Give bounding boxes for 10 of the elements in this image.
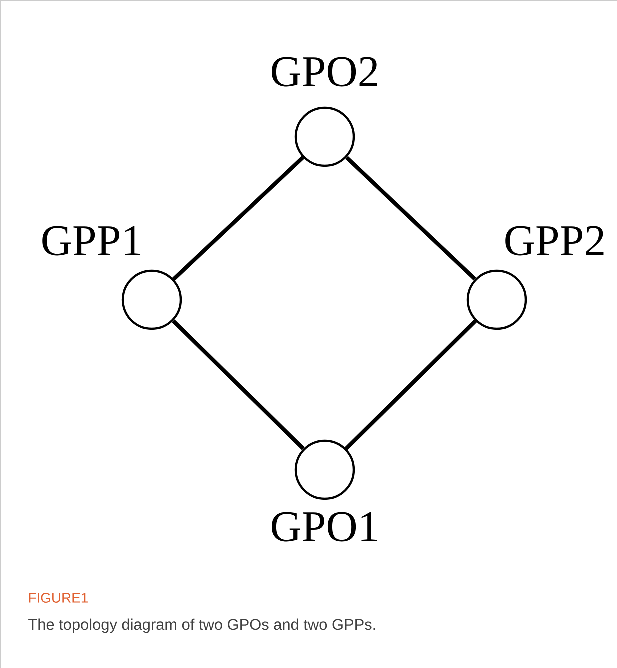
node-label: GPP1 xyxy=(42,226,140,256)
node-label: GPO2 xyxy=(272,57,378,87)
node-label: GPO1 xyxy=(272,512,378,542)
caption: The topology diagram of two GPOs and two GPPs. xyxy=(28,618,376,634)
connector-line xyxy=(345,156,477,281)
figure-number: FIGURE1 xyxy=(29,593,88,603)
connector-line xyxy=(172,320,305,450)
node-label: GPP2 xyxy=(506,226,604,256)
connector-line xyxy=(172,156,304,281)
connector-line xyxy=(345,320,477,450)
